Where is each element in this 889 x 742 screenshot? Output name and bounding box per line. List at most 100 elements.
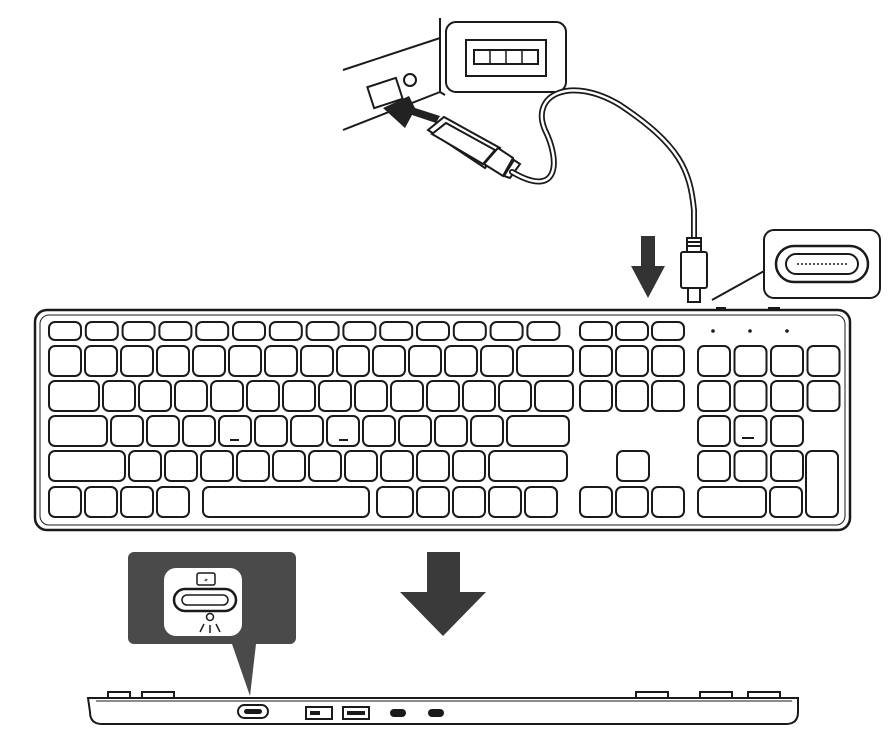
keyboard-key	[462, 380, 496, 412]
keyboard-key	[770, 415, 804, 447]
keyboard-key	[697, 380, 731, 412]
keyboard-key	[416, 450, 450, 482]
keyboard-key	[579, 380, 613, 412]
keyboard-key	[805, 450, 839, 518]
keyboard-key	[615, 380, 649, 412]
rear-usb-c-port	[428, 709, 444, 717]
keyboard-key	[48, 450, 126, 482]
keyboard-key	[452, 450, 486, 482]
keyboard-key	[156, 486, 190, 518]
keyboard-top-view	[33, 307, 852, 532]
keyboard-key	[615, 321, 649, 341]
keyboard-key	[524, 486, 558, 518]
keyboard-key	[615, 486, 649, 518]
keyboard-key	[489, 321, 524, 341]
keyboard-key	[48, 321, 82, 341]
keyboard-key	[84, 345, 118, 377]
keyboard-key	[326, 415, 360, 447]
keyboard-key	[236, 450, 270, 482]
keyboard-key	[390, 380, 424, 412]
keyboard-key	[806, 380, 841, 412]
keyboard-key	[616, 450, 650, 482]
keyboard-key	[480, 345, 514, 377]
indicator-led	[711, 329, 715, 333]
keyboard-key	[282, 380, 316, 412]
keyboard-key	[342, 321, 377, 341]
keyboard-key	[305, 321, 340, 341]
usb-a-plug	[426, 115, 522, 180]
keyboard-key	[202, 486, 370, 518]
keyboard-key	[615, 345, 649, 377]
keyboard-key	[290, 415, 324, 447]
keyboard-key	[128, 450, 162, 482]
keyboard-key	[48, 345, 82, 377]
keyboard-key	[372, 345, 406, 377]
keyboard-key	[770, 450, 804, 482]
keyboard-key	[120, 486, 154, 518]
keyboard-key	[697, 486, 767, 518]
plug-in-arrow-icon	[631, 236, 665, 298]
keyboard-key	[138, 380, 172, 412]
keyboard-key	[264, 345, 298, 377]
keyboard-key	[733, 345, 768, 377]
keyboard-key	[156, 345, 190, 377]
led-rays-icon	[205, 612, 215, 622]
computer-usb-port	[366, 76, 404, 110]
keyboard-key	[380, 450, 414, 482]
usb-c-port-callout	[711, 229, 881, 301]
keyboard-key	[651, 380, 685, 412]
keyboard-key	[697, 450, 731, 482]
computer-audio-jack	[403, 73, 417, 87]
keyboard-key	[158, 321, 193, 341]
keyboard-key	[434, 415, 468, 447]
keyboard-key	[426, 380, 460, 412]
keyboard-key	[733, 380, 768, 412]
keyboard-key	[770, 380, 804, 412]
keyboard-key	[488, 486, 522, 518]
keyboard-key	[182, 415, 216, 447]
usb-c-plug	[680, 237, 708, 303]
keyboard-key	[318, 380, 352, 412]
keyboard-key	[697, 415, 731, 447]
keyboard-key	[218, 415, 252, 447]
keyboard-key	[362, 415, 396, 447]
keyboard-key	[120, 345, 154, 377]
keyboard-key	[408, 345, 442, 377]
keyboard-key	[110, 415, 144, 447]
keyboard-key	[228, 345, 262, 377]
keyboard-key	[232, 321, 266, 341]
keyboard-key	[146, 415, 180, 447]
keyboard-key	[376, 486, 414, 518]
keyboard-rear-view	[86, 691, 799, 725]
rear-usb-c-port-icon	[172, 587, 238, 613]
keyboard-key	[84, 486, 118, 518]
keyboard-key	[806, 345, 841, 377]
keyboard-key	[102, 380, 136, 412]
keyboard-key	[651, 486, 685, 518]
keyboard-key	[254, 415, 288, 447]
keyboard-key	[416, 321, 450, 341]
keyboard-key	[579, 321, 613, 341]
indicator-led	[785, 329, 789, 333]
keyboard-key	[498, 380, 532, 412]
usb-cable	[509, 87, 697, 243]
keyboard-key	[192, 345, 226, 377]
keyboard-key	[379, 321, 414, 341]
keyboard-key	[470, 415, 504, 447]
keyboard-key	[579, 345, 613, 377]
keyboard-key	[164, 450, 198, 482]
keyboard-key	[770, 345, 804, 377]
keyboard-key	[195, 321, 230, 341]
keyboard-key	[416, 486, 450, 518]
keyboard-key	[506, 415, 570, 447]
keyboard-key	[121, 321, 156, 341]
keyboard-key	[651, 345, 685, 377]
keyboard-key	[769, 486, 803, 518]
keyboard-key	[452, 321, 487, 341]
indicator-led	[748, 329, 752, 333]
keyboard-key	[48, 415, 108, 447]
keyboard-key	[272, 450, 306, 482]
keyboard-key	[516, 345, 574, 377]
